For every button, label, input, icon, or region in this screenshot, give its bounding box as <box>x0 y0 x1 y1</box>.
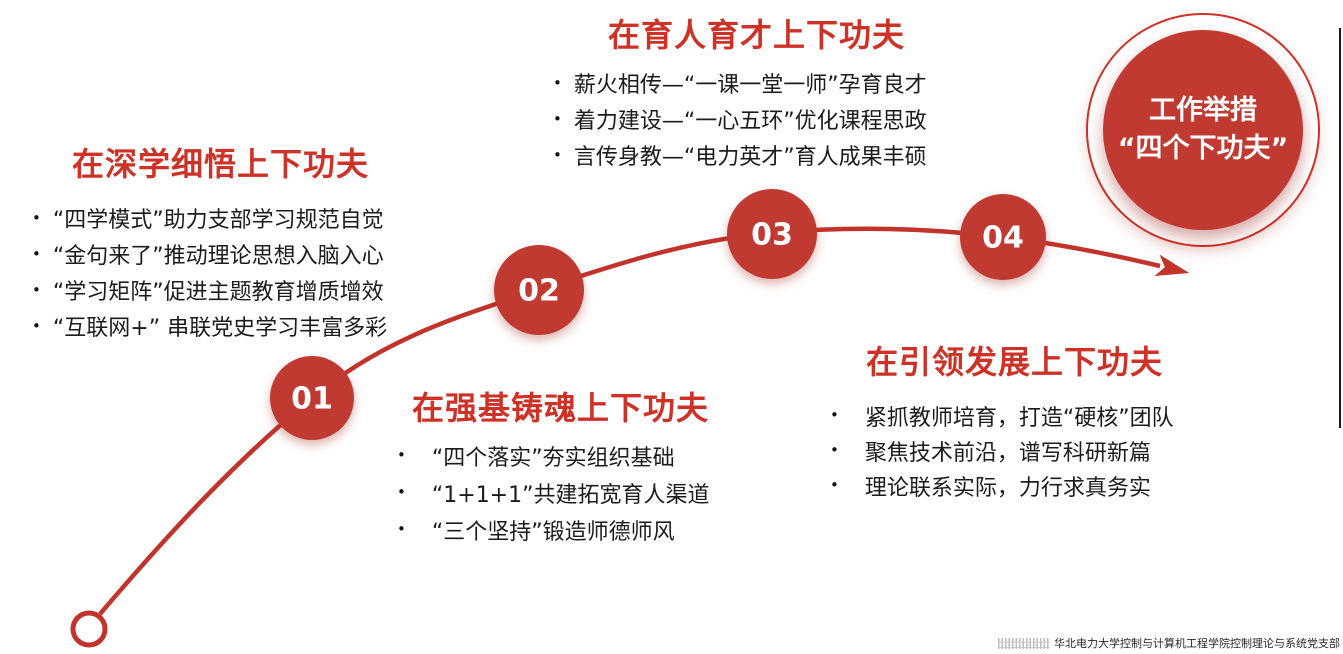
bullet-dot: • <box>397 446 406 464</box>
milestone-03-label: 03 <box>751 218 793 253</box>
timeline-start-node <box>70 610 108 648</box>
bullet-item: • 言传身教—“电力英才”育人成果丰硕 <box>553 137 927 173</box>
bullet-text: “1+1+1”共建拓宽育人渠道 <box>431 482 710 508</box>
bullet-text: 薪火相传—“一课一堂一师”孕育良才 <box>573 73 927 98</box>
bullet-item: • 聚焦技术前沿，谱写科研新篇 <box>830 433 1174 468</box>
summary-circle: 工作举措 “四个下功夫” <box>1103 30 1303 230</box>
bullet-item: • “四学模式”助力支部学习规范自觉 <box>32 200 387 236</box>
milestone-02: 02 <box>494 245 584 335</box>
bullet-dot: • <box>32 244 41 263</box>
milestone-01: 01 <box>270 356 354 440</box>
bullet-text: “金句来了”推动理论思想入脑入心 <box>52 244 384 269</box>
summary-circle-line1: 工作举措 <box>1149 95 1257 126</box>
bullet-item: • 理论联系实际，力行求真务实 <box>830 468 1174 503</box>
milestone-03-circle <box>727 189 817 279</box>
milestone-02-label: 02 <box>518 274 560 309</box>
summary-circle-ring <box>1086 13 1320 247</box>
milestone-04-circle <box>960 194 1046 280</box>
bullet-dot: • <box>553 145 562 164</box>
milestone-04-label: 04 <box>982 221 1024 256</box>
bullet-item: • 薪火相传—“一课一堂一师”孕育良才 <box>553 65 927 101</box>
bullet-text: 紧抓教师培育，打造“硬核”团队 <box>864 405 1174 431</box>
bullet-item: • “四个落实”夯实组织基础 <box>397 437 710 474</box>
bullet-item: • “三个坚持”锻造师德师风 <box>397 511 710 548</box>
bullet-dot: • <box>830 476 839 494</box>
summary-circle-line2: “四个下功夫” <box>1117 133 1289 164</box>
bullet-item: • “互联网+” 串联党史学习丰富多彩 <box>32 308 387 344</box>
watermark-stamp <box>998 637 1050 649</box>
watermark: 华北电力大学控制与计算机工程学院控制理论与系统党支部 <box>998 635 1340 651</box>
bullet-dot: • <box>553 73 562 92</box>
bullet-list-nurture-talent: • 薪火相传—“一课一堂一师”孕育良才 • 着力建设—“一心五环”优化课程思政 … <box>553 65 927 173</box>
section-title-lead-development: 在引领发展上下功夫 <box>866 343 1164 381</box>
bullet-dot: • <box>32 316 41 335</box>
right-edge-line <box>1339 28 1341 428</box>
section-title-deep-study: 在深学细悟上下功夫 <box>72 145 370 183</box>
bullet-item: • 着力建设—“一心五环”优化课程思政 <box>553 101 927 137</box>
bullet-text: “三个坚持”锻造师德师风 <box>431 519 675 545</box>
bullet-dot: • <box>830 406 839 424</box>
milestone-03: 03 <box>727 189 817 279</box>
bullet-item: • “学习矩阵”促进主题教育增质增效 <box>32 272 387 308</box>
bullet-text: 聚焦技术前沿，谱写科研新篇 <box>864 440 1151 466</box>
bullet-text: “四学模式”助力支部学习规范自觉 <box>52 208 384 233</box>
bullet-list-deep-study: • “四学模式”助力支部学习规范自觉 • “金句来了”推动理论思想入脑入心 • … <box>32 200 387 344</box>
watermark-text: 华北电力大学控制与计算机工程学院控制理论与系统党支部 <box>1054 637 1340 650</box>
bullet-dot: • <box>830 441 839 459</box>
milestone-01-circle <box>270 356 354 440</box>
bullet-list-strong-foundation: • “四个落实”夯实组织基础 • “1+1+1”共建拓宽育人渠道 • “三个坚持… <box>397 437 710 548</box>
bullet-item: • “金句来了”推动理论思想入脑入心 <box>32 236 387 272</box>
milestone-04: 04 <box>960 194 1046 280</box>
bullet-dot: • <box>32 208 41 227</box>
bullet-dot: • <box>397 483 406 501</box>
bullet-text: 言传身教—“电力英才”育人成果丰硕 <box>573 145 927 170</box>
milestone-01-label: 01 <box>291 382 333 417</box>
bullet-text: 着力建设—“一心五环”优化课程思政 <box>573 109 927 134</box>
bullet-dot: • <box>32 280 41 299</box>
bullet-text: “互联网+” 串联党史学习丰富多彩 <box>52 316 388 341</box>
bullet-dot: • <box>397 520 406 538</box>
section-title-nurture-talent: 在育人育才上下功夫 <box>608 16 906 54</box>
bullet-text: 理论联系实际，力行求真务实 <box>864 475 1151 501</box>
milestone-02-circle <box>494 245 584 335</box>
bullet-item: • “1+1+1”共建拓宽育人渠道 <box>397 474 710 511</box>
bullet-text: “四个落实”夯实组织基础 <box>431 445 675 471</box>
bullet-list-lead-development: • 紧抓教师培育，打造“硬核”团队 • 聚焦技术前沿，谱写科研新篇 • 理论联系… <box>830 398 1174 503</box>
section-title-strong-foundation: 在强基铸魂上下功夫 <box>412 389 710 427</box>
bullet-dot: • <box>553 109 562 128</box>
bullet-text: “学习矩阵”促进主题教育增质增效 <box>52 280 384 305</box>
bullet-item: • 紧抓教师培育，打造“硬核”团队 <box>830 398 1174 433</box>
